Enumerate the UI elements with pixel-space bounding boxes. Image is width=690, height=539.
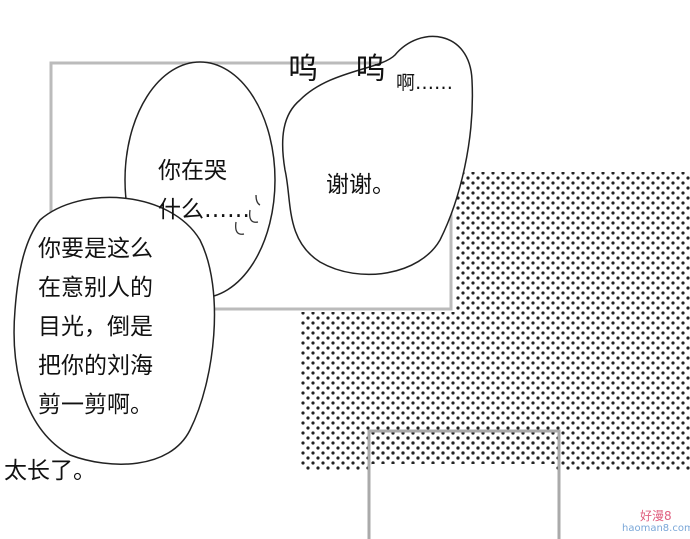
text-line: 把你的刘海 bbox=[38, 353, 153, 379]
text-line: 目光，倒是 bbox=[38, 314, 153, 340]
text-line: 你在哭 bbox=[158, 158, 227, 184]
text-line: 剪一剪啊。 bbox=[38, 392, 153, 418]
text-line: 你要是这么 bbox=[38, 236, 153, 262]
sweat-drops bbox=[235, 194, 261, 235]
text-line: 在意别人的 bbox=[38, 275, 153, 301]
speech-bubble-bangs bbox=[13, 196, 216, 465]
sfx-ah: 啊…… bbox=[396, 72, 454, 94]
bubble-thanks-text: 谢谢。 bbox=[326, 172, 395, 198]
watermark-name: 好漫8 bbox=[640, 509, 672, 523]
speech-bubble-thanks bbox=[281, 35, 474, 276]
bubble-bangs-text: 你要是这么 在意别人的 目光，倒是 把你的刘海 剪一剪啊。 bbox=[38, 230, 153, 425]
caption-text: 太长了。 bbox=[4, 458, 96, 484]
watermark-url: haoman8.com bbox=[622, 523, 690, 534]
sfx-sob: 呜 呜 bbox=[288, 52, 400, 87]
bubble-crying-text: 你在哭 什么…… bbox=[158, 152, 250, 230]
small-panel-frame bbox=[367, 429, 561, 539]
screentone-area bbox=[300, 172, 690, 470]
text-line: 什么…… bbox=[158, 197, 250, 223]
